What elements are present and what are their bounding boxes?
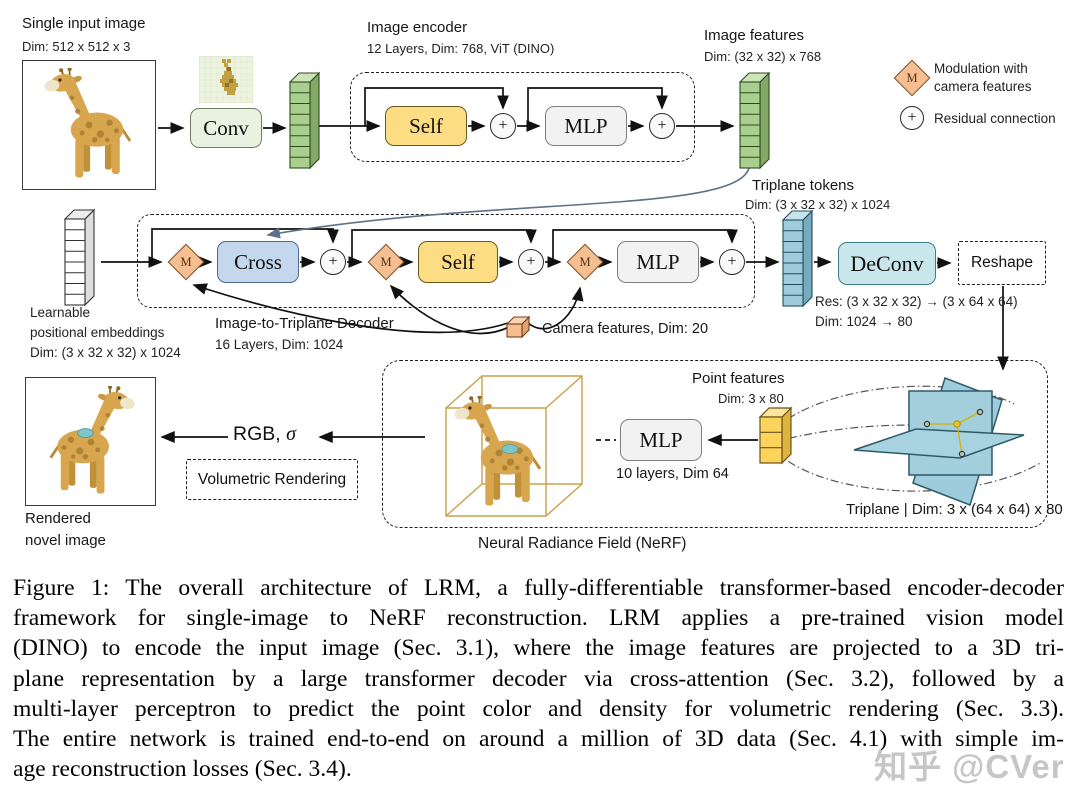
figure-caption: Figure 1: The overall architecture of LR… <box>13 575 1064 786</box>
decoder-residual-circle-1: + <box>320 249 346 275</box>
learnable-label-1: Learnable <box>30 305 91 320</box>
input-image-box <box>22 60 156 190</box>
caption-line: age reconstruction losses (Sec. 3.4). <box>13 756 352 783</box>
camera-features-cube-icon <box>505 315 531 339</box>
image-encoder-box <box>350 72 695 162</box>
conv-block: Conv <box>190 108 262 148</box>
decoder-modulation-diamond-2: M <box>367 243 405 281</box>
nerf-mlp-subtitle: 10 layers, Dim 64 <box>616 466 729 482</box>
legend-modulation-label-2: camera features <box>934 79 1032 94</box>
decoder-cross-label: Cross <box>234 249 282 274</box>
image-encoder-title: Image encoder <box>367 19 468 36</box>
triplane-icon <box>853 377 1025 506</box>
image-features-title: Image features <box>704 27 805 44</box>
sigma-symbol: σ <box>286 423 296 445</box>
encoder-residual-circle-1: + <box>490 113 516 139</box>
nerf-mlp-block: MLP <box>620 419 702 461</box>
legend-modulation-label-1: Modulation with <box>934 61 1028 76</box>
token-column-positional-embeddings <box>64 208 96 307</box>
token-column-image-features <box>739 71 771 170</box>
nerf-box <box>382 360 1048 528</box>
volumetric-rendering-box: Volumetric Rendering <box>186 459 358 500</box>
nerf-title: Neural Radiance Field (NeRF) <box>478 535 687 552</box>
rendered-image-box <box>25 377 156 506</box>
learnable-label-3: Dim: (3 x 32 x 32) x 1024 <box>30 345 181 360</box>
token-column-triplane-tokens <box>782 209 814 308</box>
camera-features-label: Camera features, Dim: 20 <box>542 321 709 337</box>
decoder-title: Image-to-Triplane Decoder <box>215 315 394 332</box>
point-features-stack-icon <box>758 406 793 465</box>
caption-line: Figure 1: The overall architecture of LR… <box>13 575 1064 601</box>
encoder-mlp-block: MLP <box>545 106 627 146</box>
point-features-dim: Dim: 3 x 80 <box>718 391 784 406</box>
token-column-conv-output <box>289 71 321 170</box>
decoder-cross-block: Cross <box>217 241 299 283</box>
legend-residual-label: Residual connection <box>934 111 1056 126</box>
learnable-label-2: positional embeddings <box>30 325 165 340</box>
rgb-sigma-label: RGB, σ <box>233 423 296 446</box>
image-features-dim: Dim: (32 x 32) x 768 <box>704 49 822 64</box>
decoder-residual-circle-2: + <box>518 249 544 275</box>
triplane-tokens-dim: Dim: (3 x 32 x 32) x 1024 <box>745 197 891 212</box>
decoder-mlp-label: MLP <box>636 249 680 274</box>
caption-line: framework for single-image to NeRF recon… <box>13 605 1064 632</box>
rgb-label: RGB, <box>233 423 281 445</box>
watermark: 知乎 @CVer <box>874 748 1065 785</box>
decoder-modulation-diamond-1: M <box>167 243 205 281</box>
legend-modulation-diamond-icon: M <box>893 59 931 97</box>
caption-line: plane representation by a large transfor… <box>13 665 1064 692</box>
triplane-tokens-title: Triplane tokens <box>752 177 854 194</box>
volumetric-rendering-label: Volumetric Rendering <box>197 470 347 488</box>
conv-label: Conv <box>203 115 249 140</box>
patchified-image-icon <box>199 56 253 103</box>
connector-arrows <box>101 87 1043 492</box>
legend-residual-circle-icon: + <box>900 106 924 130</box>
triplane-label: Triplane | Dim: 3 x (64 x 64) x 80 <box>846 501 1063 518</box>
caption-line: multi-layer perceptron to predict the po… <box>13 695 1064 722</box>
nerf-mlp-label: MLP <box>639 427 683 452</box>
decoder-mlp-block: MLP <box>617 241 699 283</box>
decoder-residual-circle-3: + <box>719 249 745 275</box>
point-features-title: Point features <box>692 370 785 387</box>
caption-line: (DINO) to encode the input image (Sec. 3… <box>13 635 1064 662</box>
deconv-res-label: Res: (3 x 32 x 32) → (3 x 64 x 64) <box>815 294 1018 309</box>
decoder-modulation-diamond-3: M <box>566 243 604 281</box>
deconv-block: DeConv <box>838 242 936 285</box>
caption-line: The entire network is trained end-to-end… <box>13 725 1064 752</box>
decoder-self-block: Self <box>418 241 498 283</box>
encoder-residual-circle-2: + <box>649 113 675 139</box>
decoder-self-label: Self <box>441 249 475 274</box>
single-input-title: Single input image <box>22 15 146 32</box>
deconv-dim-label: Dim: 1024 → 80 <box>815 314 913 329</box>
reshape-label: Reshape <box>970 254 1034 271</box>
image-encoder-subtitle: 12 Layers, Dim: 768, ViT (DINO) <box>367 41 555 56</box>
rendered-label-2: novel image <box>25 532 106 549</box>
encoder-mlp-label: MLP <box>564 113 608 138</box>
rendered-label-1: Rendered <box>25 510 91 527</box>
input-giraffe-image <box>32 68 146 182</box>
encoder-self-label: Self <box>409 113 443 138</box>
decoder-subtitle: 16 Layers, Dim: 1024 <box>215 337 344 352</box>
nerf-cube-giraffe-icon <box>445 375 583 517</box>
rendered-giraffe-image <box>35 386 147 498</box>
encoder-self-block: Self <box>385 106 467 146</box>
single-input-dim: Dim: 512 x 512 x 3 <box>22 39 131 54</box>
reshape-block: Reshape <box>958 241 1046 285</box>
deconv-label: DeConv <box>850 250 924 276</box>
